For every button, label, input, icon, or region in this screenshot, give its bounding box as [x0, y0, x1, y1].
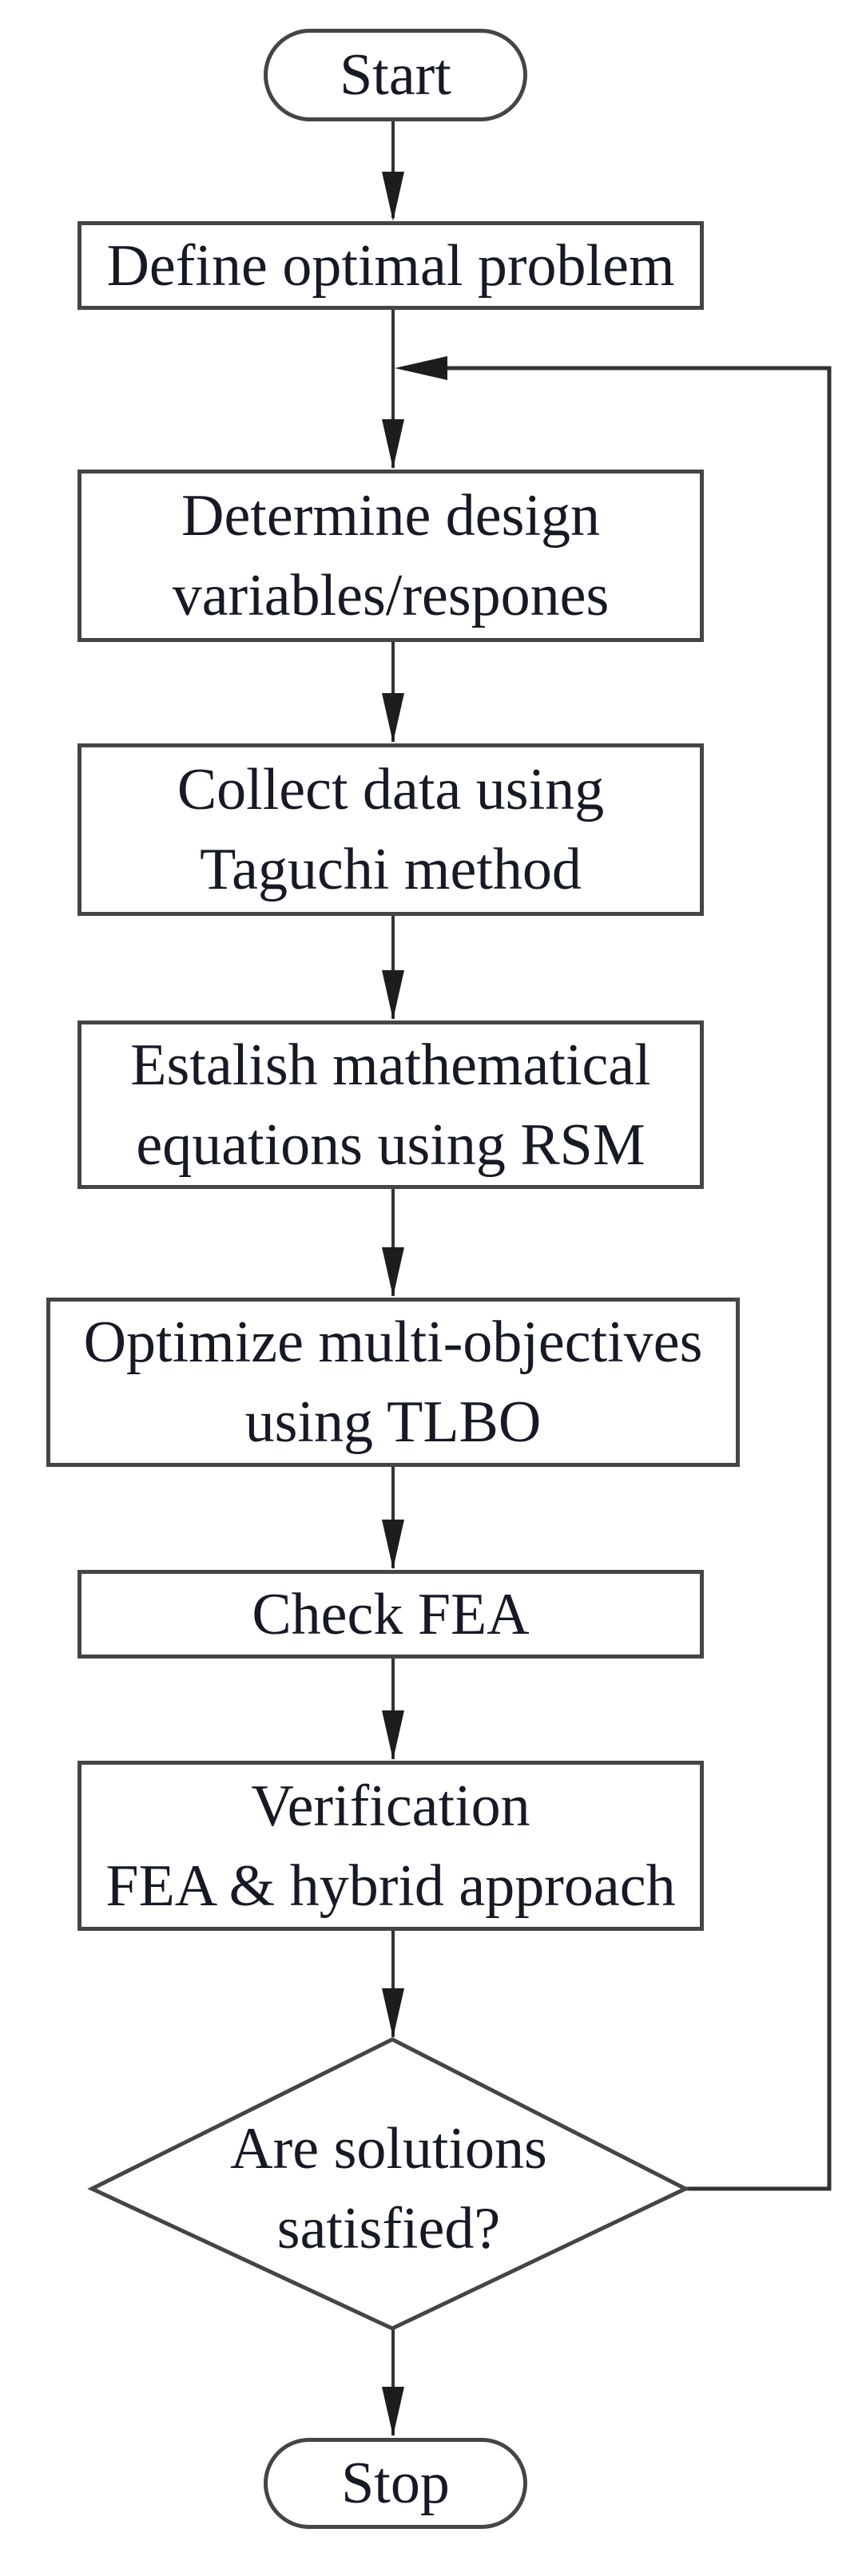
- node-label-line2: using TLBO: [244, 1389, 542, 1455]
- node-label-line1: Estalish mathematical: [130, 1032, 651, 1098]
- node-label: Check FEA: [252, 1581, 530, 1647]
- arrowhead-left-icon: [395, 356, 447, 380]
- decision-label-line2: satisfied?: [276, 2196, 501, 2261]
- decision-diamond-shape: [87, 2037, 690, 2331]
- node-optimize-multi-objectives-tlbo: Optimize multi-objectives using TLBO: [46, 1298, 740, 1467]
- arrowhead-down-icon: [382, 172, 404, 221]
- decision-label-line1: Are solutions: [230, 2116, 547, 2182]
- arrowhead-down-icon: [382, 419, 404, 469]
- node-determine-design-variables: Determine design variables/respones: [77, 470, 704, 642]
- node-label-line2: equations using RSM: [136, 1112, 646, 1178]
- node-label-line1: Verification: [251, 1773, 530, 1839]
- arrowhead-down-icon: [382, 970, 404, 1020]
- arrowhead-down-icon: [382, 1520, 404, 1569]
- node-collect-data-taguchi: Collect data using Taguchi method: [77, 743, 704, 916]
- node-start-label: Start: [340, 42, 451, 108]
- edge-feedback-loop: [447, 366, 832, 2191]
- node-verification-fea-hybrid: Verification FEA & hybrid approach: [77, 1761, 704, 1931]
- arrowhead-down-icon: [382, 1247, 404, 1297]
- node-label: Define optimal problem: [106, 232, 675, 299]
- node-label-line1: Optimize multi-objectives: [83, 1310, 703, 1375]
- node-label-line2: Taguchi method: [200, 837, 582, 902]
- node-start: Start: [264, 29, 527, 121]
- arrowhead-down-icon: [382, 2387, 404, 2436]
- node-define-optimal-problem: Define optimal problem: [77, 221, 704, 310]
- node-label-line1: Collect data using: [177, 757, 605, 822]
- node-establish-equations-rsm: Estalish mathematical equations using RS…: [77, 1020, 704, 1189]
- node-stop-label: Stop: [341, 2451, 450, 2516]
- node-label-line1: Determine design: [181, 483, 600, 549]
- node-stop: Stop: [264, 2438, 527, 2529]
- node-label-line2: variables/respones: [172, 563, 610, 628]
- decision-are-solutions-satisfied: Are solutions satisfied?: [92, 2105, 685, 2273]
- node-check-fea: Check FEA: [77, 1570, 704, 1659]
- arrowhead-down-icon: [382, 693, 404, 743]
- arrowhead-down-icon: [382, 1710, 404, 1760]
- arrowhead-down-icon: [382, 1988, 404, 2038]
- node-label-line2: FEA & hybrid approach: [105, 1853, 676, 1919]
